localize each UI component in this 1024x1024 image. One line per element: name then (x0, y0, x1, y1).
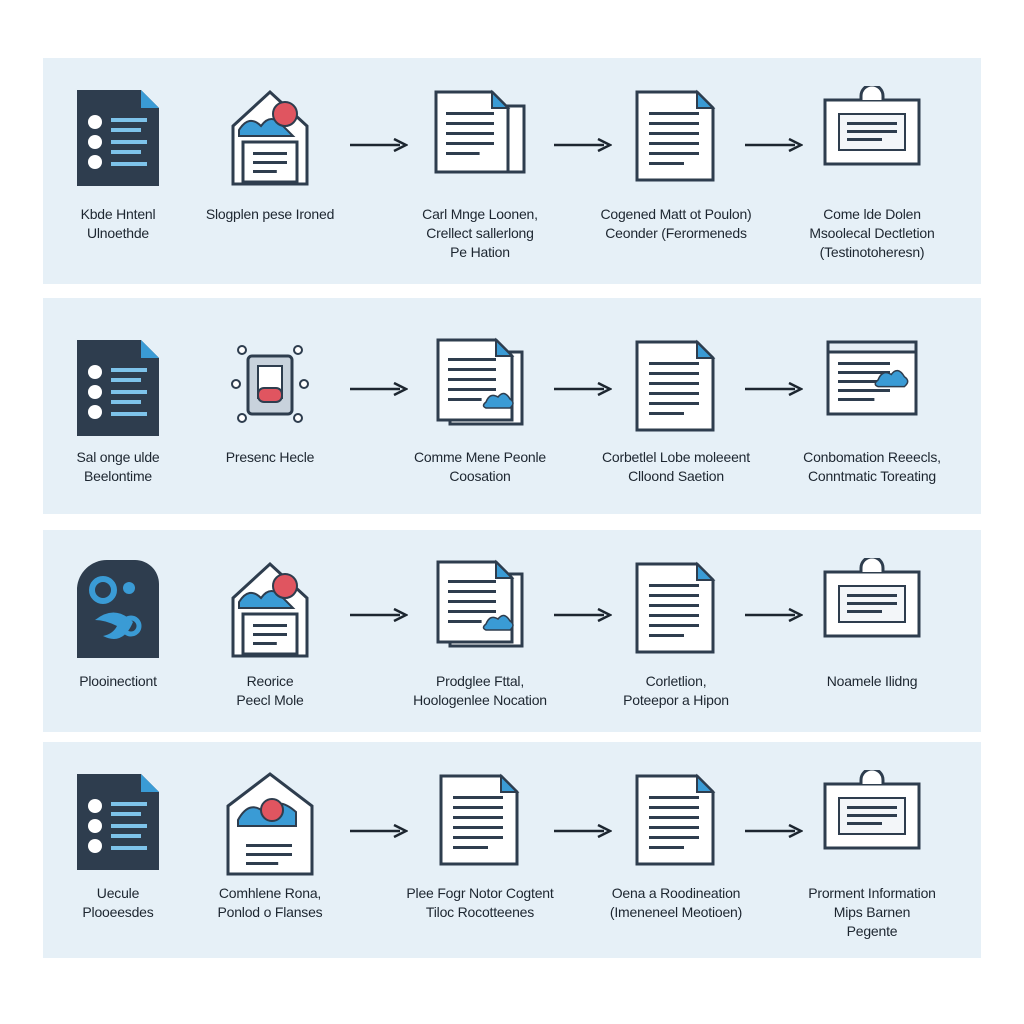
step-label-line: Ulnoethde (86, 225, 150, 241)
step-label-line: Corletlion, (645, 673, 707, 689)
step-label-line: (Testinotoheresn) (819, 244, 925, 260)
step-label-line: Reorice (246, 673, 294, 689)
step-label-line: Coosation (449, 468, 511, 484)
step-label-line: Pegente (846, 923, 898, 939)
arrow-right-icon (348, 824, 408, 838)
step-label-line: Comme Mene Peonle (414, 449, 546, 465)
step-label-line: Slogplen pese Ironed (205, 206, 335, 222)
step-label: Oena a Roodineation (Imeneneel Meotioen) (591, 884, 761, 922)
step-label-line: Conbomation Reeecls, (803, 449, 941, 465)
step-label: Slogplen pese Ironed (185, 205, 355, 224)
workflow-step: Corletlion, Poteepor a Hipon (591, 558, 761, 732)
workflow-step: Oena a Roodineation (Imeneneel Meotioen) (591, 770, 761, 958)
step-label-line: Tiloc Rocotteenes (425, 904, 535, 920)
arrow-right-icon (348, 138, 408, 152)
step-label: Cogened Matt ot Poulon) Ceonder (Ferormen… (591, 205, 761, 243)
arrow-right-icon (552, 382, 612, 396)
workflow-step: Cogened Matt ot Poulon) Ceonder (Ferormen… (591, 86, 761, 284)
step-label-line: Carl Mnge Loonen, (422, 206, 538, 222)
arrow-right-icon (743, 824, 803, 838)
step-label-line: Plooeesdes (82, 904, 154, 920)
step-label-line: Poteepor a Hipon (623, 692, 729, 708)
step-label-line: Peecl Mole (236, 692, 304, 708)
step-label-line: Clloond Saetion (628, 468, 724, 484)
step-label-line: Oena a Roodineation (611, 885, 741, 901)
arrow-right-icon (743, 608, 803, 622)
arrow-right-icon (552, 138, 612, 152)
step-label-line: (Imeneneel Meotioen) (609, 904, 743, 920)
step-label-line: Prorment Information (808, 885, 936, 901)
arrow-right-icon (743, 382, 803, 396)
step-label-line: Comhlene Rona, (218, 885, 322, 901)
step-label: Corletlion, Poteepor a Hipon (591, 672, 761, 710)
step-label-line: Ponlod o Flanses (217, 904, 323, 920)
step-label: Noamele Ilidng (787, 672, 957, 691)
step-label-line: Noamele Ilidng (826, 673, 918, 689)
step-label-line: Msoolecal Dectletion (809, 225, 935, 241)
step-label-line: Plooinectiont (79, 673, 157, 689)
arrow-right-icon (348, 382, 408, 396)
step-label-line: Sal onge ulde (76, 449, 160, 465)
workflow-step: Noamele Ilidng (787, 558, 957, 732)
step-label-line: Mips Barnen (833, 904, 911, 920)
step-label-line: Conntmatic Toreating (807, 468, 937, 484)
arrow-right-icon (348, 608, 408, 622)
arrow-right-icon (743, 138, 803, 152)
step-label-line: Corbetlel Lobe moleeent (602, 449, 750, 465)
step-label-line: Beelontime (83, 468, 153, 484)
workflow-step: Conbomation Reeecls, Conntmatic Toreating (787, 336, 957, 514)
step-label-line: Ceonder (Ferormeneds (605, 225, 747, 241)
step-label-line: Pe Hation (450, 244, 510, 260)
workflow-step: Plooinectiont (33, 558, 203, 732)
step-label-line: Hoologenlee Nocation (413, 692, 547, 708)
step-label-line: Kbde Hntenl (80, 206, 156, 222)
step-label: Presenc Hecle (185, 448, 355, 467)
arrow-right-icon (552, 608, 612, 622)
step-label: Carl Mnge Loonen, Crellect sallerlong Pe H… (395, 205, 565, 262)
arrow-right-icon (552, 824, 612, 838)
step-label-line: Prodglee Fttal, (435, 673, 525, 689)
workflow-step: Carl Mnge Loonen, Crellect sallerlong Pe H… (395, 86, 565, 284)
workflow-step: Prodglee Fttal, Hoologenlee Nocation (395, 558, 565, 732)
step-label-line: Uecule (96, 885, 140, 901)
step-label: Comhlene Rona, Ponlod o Flanses (185, 884, 355, 922)
workflow-step: Comhlene Rona, Ponlod o Flanses (185, 770, 355, 958)
step-label-line: Come lde Dolen (823, 206, 921, 222)
step-label-line: Plee Fogr Notor Cogtent (406, 885, 554, 901)
step-label-line: Presenc Hecle (225, 449, 315, 465)
step-label-line: Cogened Matt ot Poulon) (600, 206, 752, 222)
step-label: Prodglee Fttal, Hoologenlee Nocation (395, 672, 565, 710)
workflow-step: Presenc Hecle (185, 336, 355, 514)
step-label: Plooinectiont (33, 672, 203, 691)
workflow-step: Slogplen pese Ironed (185, 86, 355, 284)
step-label-line: Crellect sallerlong (426, 225, 534, 241)
step-label: Conbomation Reeecls, Conntmatic Toreating (787, 448, 957, 486)
